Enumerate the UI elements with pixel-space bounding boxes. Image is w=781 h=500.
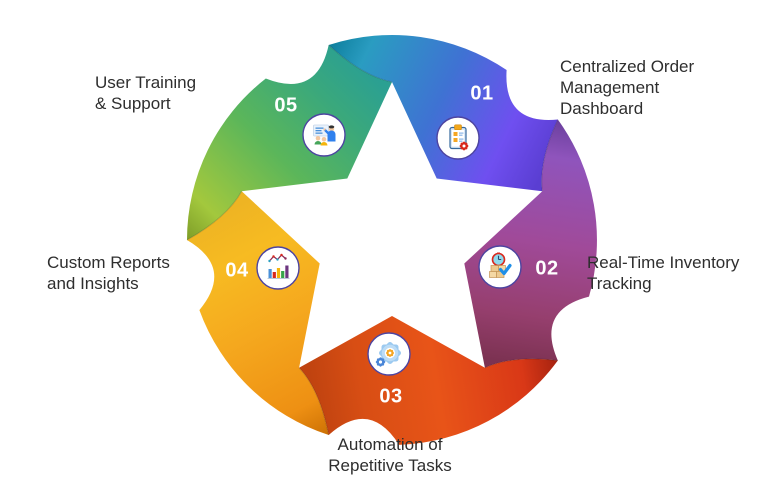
small-gear-glyph xyxy=(375,357,386,367)
segment-05-ribbon xyxy=(187,45,392,240)
segment-01-ribbon xyxy=(328,34,558,192)
audience-glyph xyxy=(314,136,328,146)
big-gear-glyph xyxy=(379,342,401,364)
segment-01-icon-badge xyxy=(436,116,480,160)
presenter-glyph xyxy=(323,125,336,142)
segment-03-icon-badge xyxy=(367,332,411,376)
segment-03-label: Automation of Repetitive Tasks xyxy=(328,435,452,475)
order-dashboard-clipboard-icon xyxy=(436,116,480,160)
segment-05-label: User Training & Support xyxy=(95,73,197,113)
segment-02-label: Real-Time Inventory Tracking xyxy=(587,253,740,293)
segment-04-number: 04 xyxy=(225,259,249,282)
segment-03-number: 03 xyxy=(379,385,403,408)
segment-04-ribbon xyxy=(187,191,329,435)
user-training-icon xyxy=(302,113,346,157)
reports-chart-icon xyxy=(256,246,300,290)
segment-02-number: 02 xyxy=(535,257,559,280)
checkmark-glyph xyxy=(498,263,512,276)
fold-shadow-lines xyxy=(186,44,559,436)
segment-02-ribbon xyxy=(464,119,597,368)
segment-01-number: 01 xyxy=(470,82,494,105)
automation-gears-icon xyxy=(367,332,411,376)
inventory-tracking-icon xyxy=(478,245,522,289)
segment-05-number: 05 xyxy=(274,94,298,117)
gear-glyph xyxy=(459,141,469,151)
segment-03-ribbon xyxy=(299,316,558,445)
segment-04-icon-badge xyxy=(256,246,300,290)
segment-02-icon-badge xyxy=(478,245,522,289)
segment-05-icon-badge xyxy=(302,113,346,157)
segment-01-label: Centralized Order Management Dashboard xyxy=(560,57,695,118)
segment-04-label: Custom Reports and Insights xyxy=(47,253,170,293)
